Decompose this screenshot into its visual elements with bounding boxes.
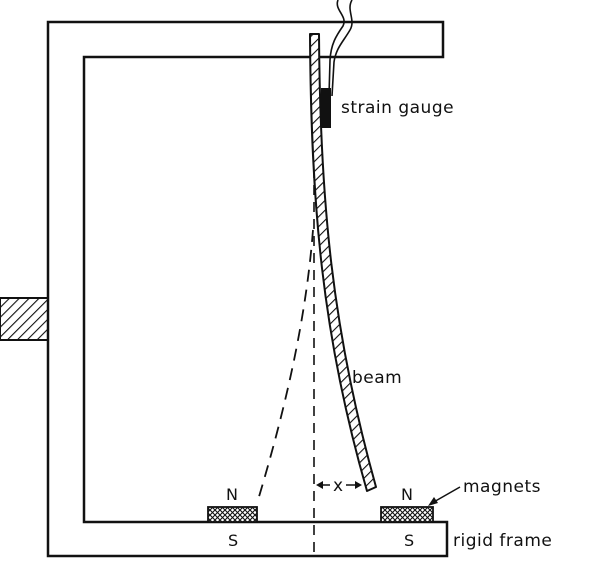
beam-label: beam [352, 368, 402, 388]
magnet-right-north: N [401, 485, 413, 504]
displacement-label: x [333, 476, 344, 496]
magnet-left-north: N [226, 485, 238, 504]
magnet-right [380, 506, 434, 523]
wall-mount [0, 297, 49, 341]
gauge-wires [328, 0, 353, 97]
strain-gauge-label: strain gauge [341, 98, 454, 118]
cantilever-beam [309, 33, 377, 492]
strain-gauge [321, 88, 331, 128]
magnet-right-south: S [404, 531, 414, 550]
rigid-frame [46, 20, 449, 558]
displacement-indicator [316, 481, 362, 489]
rigid-frame-label: rigid frame [453, 531, 552, 551]
magnets-label: magnets [463, 477, 541, 497]
deflected-beam-outline [257, 229, 314, 501]
magnets-leader [428, 486, 461, 506]
magnet-left-south: S [228, 531, 238, 550]
magnet-left [207, 506, 258, 523]
